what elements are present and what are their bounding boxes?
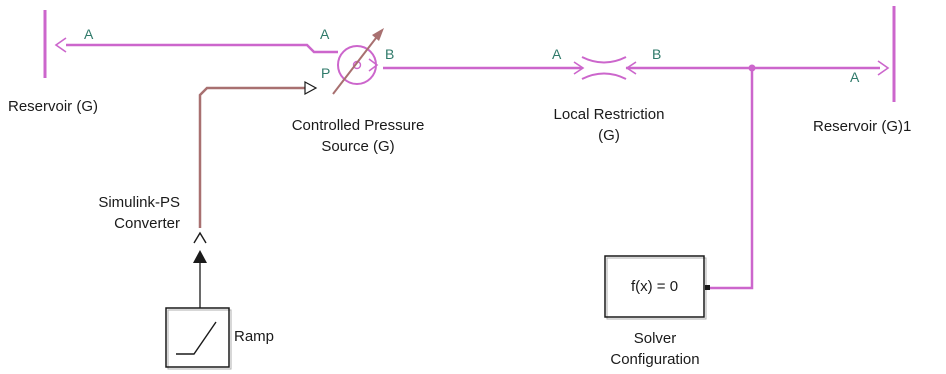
ramp-label[interactable]: Ramp [234, 328, 275, 345]
reservoir-left-label[interactable]: Reservoir (G) [8, 98, 99, 115]
ps-converter-icon[interactable] [193, 231, 207, 263]
reservoir-right-icon[interactable] [877, 6, 896, 102]
solver-function-text: f(x) = 0 [630, 278, 679, 295]
connection-line-converter-to-source[interactable] [198, 86, 305, 228]
local-restriction-label[interactable]: Local Restriction (G) [514, 104, 704, 146]
reservoir-right-port-a-label: A [850, 69, 860, 85]
source-port-a-label: A [320, 26, 330, 42]
reservoir-right-label[interactable]: Reservoir (G)1 [813, 118, 912, 135]
ps-converter-label-line1: Simulink-PS [98, 194, 180, 211]
solver-label-line2: Configuration [610, 351, 700, 368]
pressure-source-label[interactable]: Controlled Pressure Source (G) [258, 115, 458, 157]
ramp-icon[interactable] [165, 307, 232, 370]
controlled-pressure-source-icon[interactable] [304, 28, 384, 96]
solver-configuration-block[interactable] [604, 255, 710, 320]
connection-line-to-solver[interactable] [706, 68, 754, 290]
ps-converter-label[interactable]: Simulink-PS Converter [40, 192, 180, 234]
connection-line-reservoir-to-source[interactable] [66, 43, 338, 54]
ps-converter-label-line2: Converter [114, 215, 180, 232]
source-port-p-label: P [321, 65, 331, 81]
solver-label-line1: Solver [633, 330, 677, 347]
restriction-port-b-label: B [652, 46, 662, 62]
local-restriction-label-line2: (G) [598, 127, 620, 144]
reservoir-left-port-a-label: A [84, 26, 94, 42]
reservoir-left-icon[interactable] [43, 10, 67, 78]
local-restriction-icon[interactable] [573, 56, 637, 80]
local-restriction-label-line1: Local Restriction [553, 106, 665, 123]
solver-configuration-label[interactable]: Solver Configuration [580, 328, 730, 370]
source-port-b-label: B [385, 46, 395, 62]
restriction-port-a-label: A [552, 46, 562, 62]
branch-junction-dot [748, 64, 756, 72]
pressure-source-label-line1: Controlled Pressure [291, 117, 425, 134]
pressure-source-label-line2: Source (G) [321, 138, 395, 155]
